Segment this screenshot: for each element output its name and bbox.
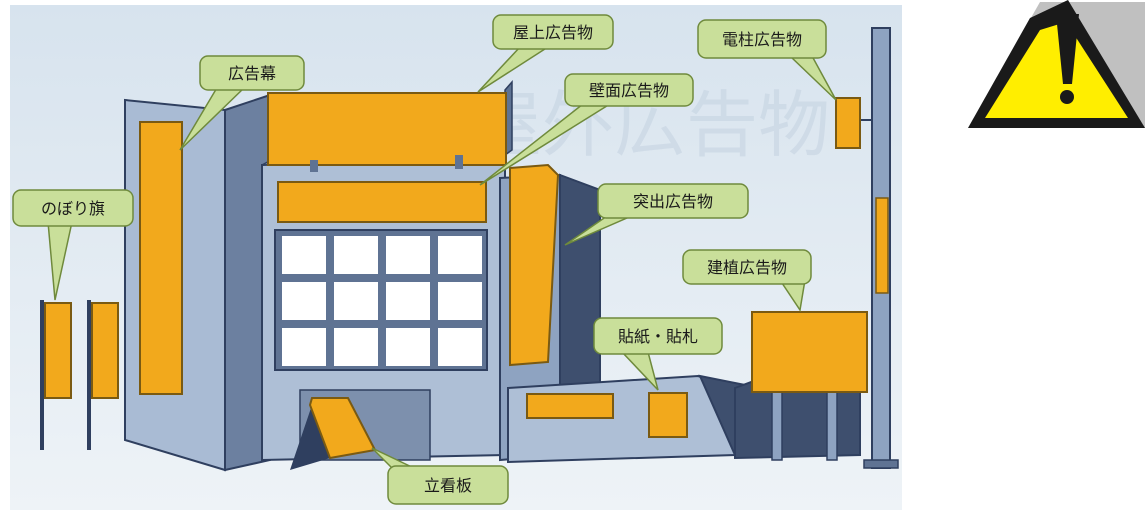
callout-tatekanban: 立看板 (371, 447, 509, 505)
callout-kokokumaku: 広告幕 (179, 55, 305, 151)
label-nobori: のぼり旗 (41, 199, 105, 218)
label-tatekanban: 立看板 (424, 476, 472, 495)
window-pane (438, 282, 482, 320)
bill-sign (648, 392, 688, 438)
window-pane (386, 328, 430, 366)
left-tower (124, 93, 271, 472)
callout-denchu: 電柱広告物 (697, 19, 837, 101)
callout-okujo: 屋上広告物 (477, 14, 614, 93)
window-pane (438, 328, 482, 366)
window-pane (386, 236, 430, 274)
window-pane (438, 236, 482, 274)
wall-sign (277, 181, 487, 223)
label-tate: 建植広告物 (707, 258, 787, 277)
label-denchu: 電柱広告物 (722, 30, 802, 49)
label-harigami: 貼紙・貼札 (618, 327, 698, 346)
window-pane (386, 282, 430, 320)
callout-tosshutsu: 突出広告物 (564, 183, 749, 246)
main-building (261, 144, 512, 462)
label-kokokumaku: 広告幕 (228, 64, 276, 83)
pole-sign (835, 97, 861, 149)
standing-signboard (751, 311, 868, 461)
window-pane (282, 282, 326, 320)
label-tosshutsu: 突出広告物 (633, 192, 713, 211)
callout-nobori: のぼり旗 (12, 189, 134, 301)
banner-sign (139, 121, 183, 395)
pole-wrap-sign (875, 197, 889, 294)
callout-tate: 建植広告物 (682, 249, 812, 312)
window-grid (274, 229, 488, 371)
callout-harigami: 貼紙・貼札 (593, 317, 723, 391)
callout-hekimen: 壁面広告物 (479, 73, 694, 186)
poster-sign (526, 393, 614, 419)
window-pane (334, 328, 378, 366)
projecting-sign (509, 163, 560, 367)
window-pane (334, 236, 378, 274)
warning-triangle-icon (968, 0, 1145, 128)
window-pane (282, 328, 326, 366)
rooftop-sign (267, 80, 513, 172)
nobori-flags (40, 300, 119, 450)
window-pane (334, 282, 378, 320)
utility-pole (835, 27, 899, 469)
label-hekimen: 壁面広告物 (589, 81, 669, 100)
window-pane (282, 236, 326, 274)
low-block (507, 374, 746, 464)
a-frame-sign (290, 397, 377, 470)
label-okujo: 屋上広告物 (513, 23, 593, 42)
